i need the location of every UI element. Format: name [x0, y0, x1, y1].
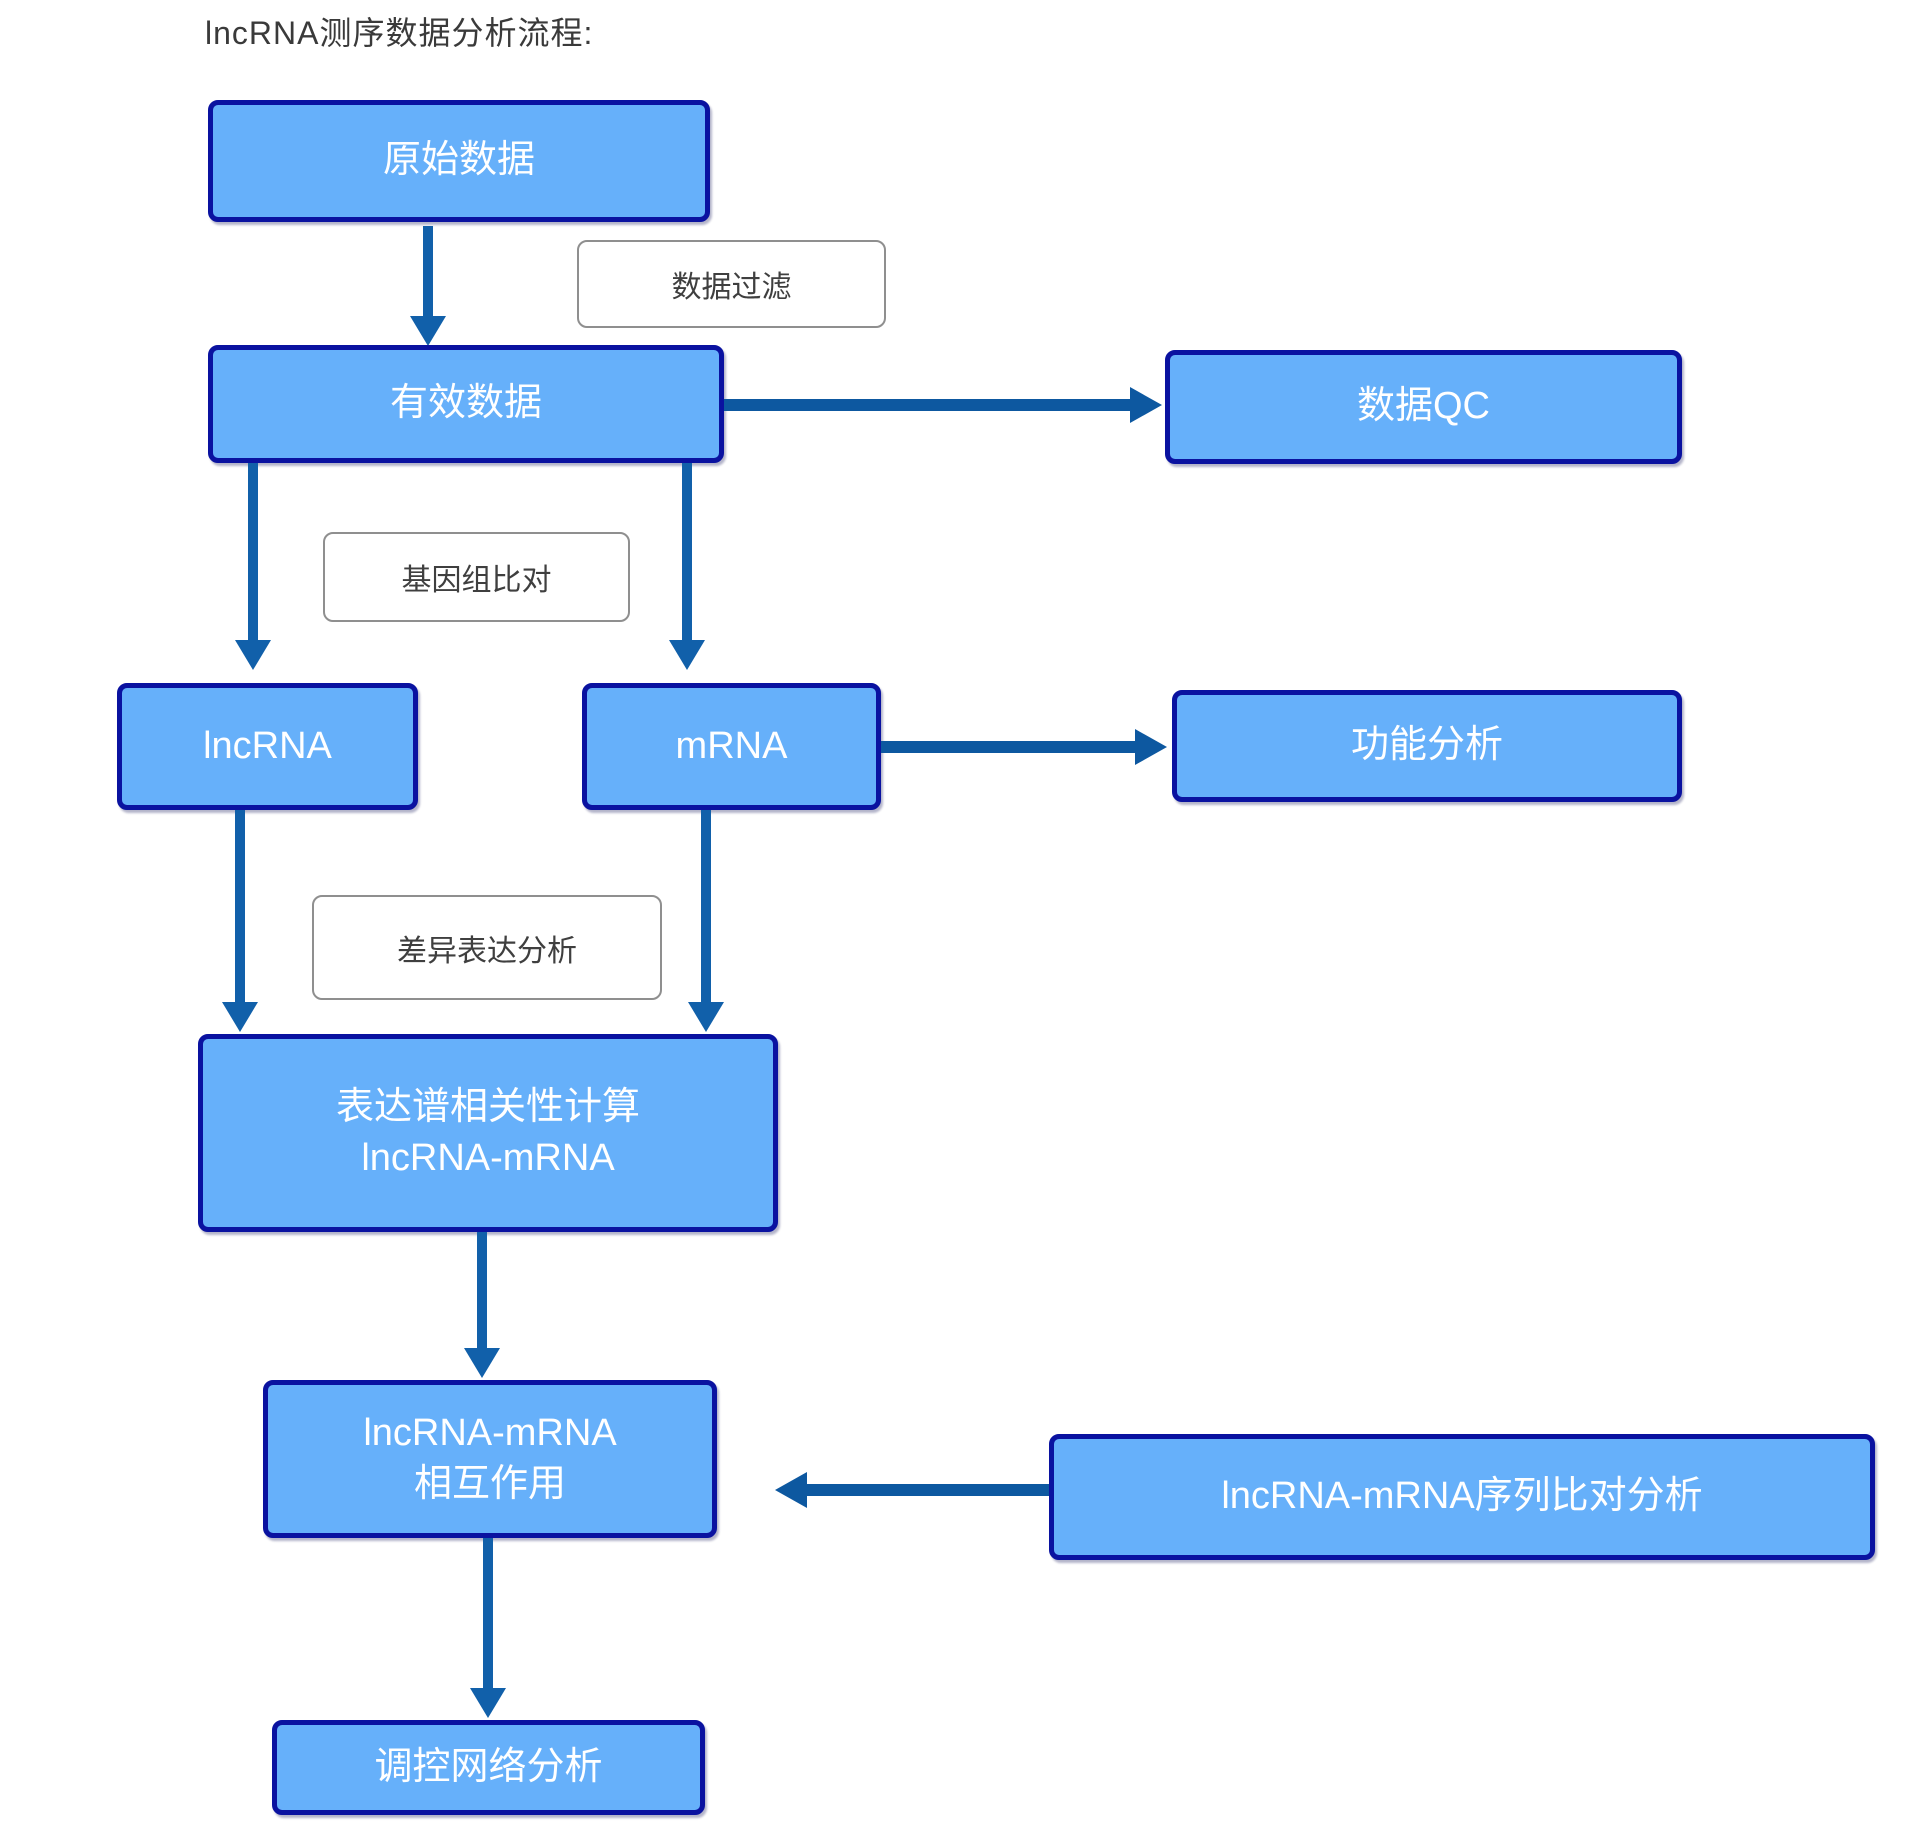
node-sequence-alignment: lncRNA-mRNA序列比对分析: [1049, 1434, 1875, 1560]
node-expression-correlation: 表达谱相关性计算 lncRNA-mRNA: [198, 1034, 778, 1232]
node-raw-data: 原始数据: [208, 100, 710, 222]
node-functional-analysis: 功能分析: [1172, 690, 1682, 802]
arrow-valid-to-qc-icon: [724, 387, 1162, 423]
arrow-seqalign-to-interaction-icon: [775, 1472, 1049, 1508]
process-label-differential-expression: 差异表达分析: [312, 895, 662, 1000]
page-title: lncRNA测序数据分析流程:: [205, 15, 594, 51]
node-mrna: mRNA: [582, 683, 881, 810]
arrow-mrna-to-functional-icon: [881, 729, 1167, 765]
arrow-interaction-to-network-icon: [470, 1538, 506, 1718]
node-lncrna: lncRNA: [117, 683, 418, 810]
node-valid-data: 有效数据: [208, 345, 724, 463]
arrow-lncrna-to-correlation-icon: [222, 810, 258, 1032]
arrow-valid-to-mrna-icon: [669, 463, 705, 670]
arrow-raw-to-valid-icon: [410, 226, 446, 346]
process-label-data-filter: 数据过滤: [577, 240, 886, 328]
node-regulatory-network: 调控网络分析: [272, 1720, 705, 1815]
process-label-genome-alignment: 基因组比对: [323, 532, 630, 622]
node-data-qc: 数据QC: [1165, 350, 1682, 464]
arrow-mrna-to-correlation-icon: [688, 810, 724, 1032]
arrow-valid-to-lncrna-icon: [235, 463, 271, 670]
node-interaction: lncRNA-mRNA 相互作用: [263, 1380, 717, 1538]
arrow-correlation-to-interaction-icon: [464, 1232, 500, 1378]
